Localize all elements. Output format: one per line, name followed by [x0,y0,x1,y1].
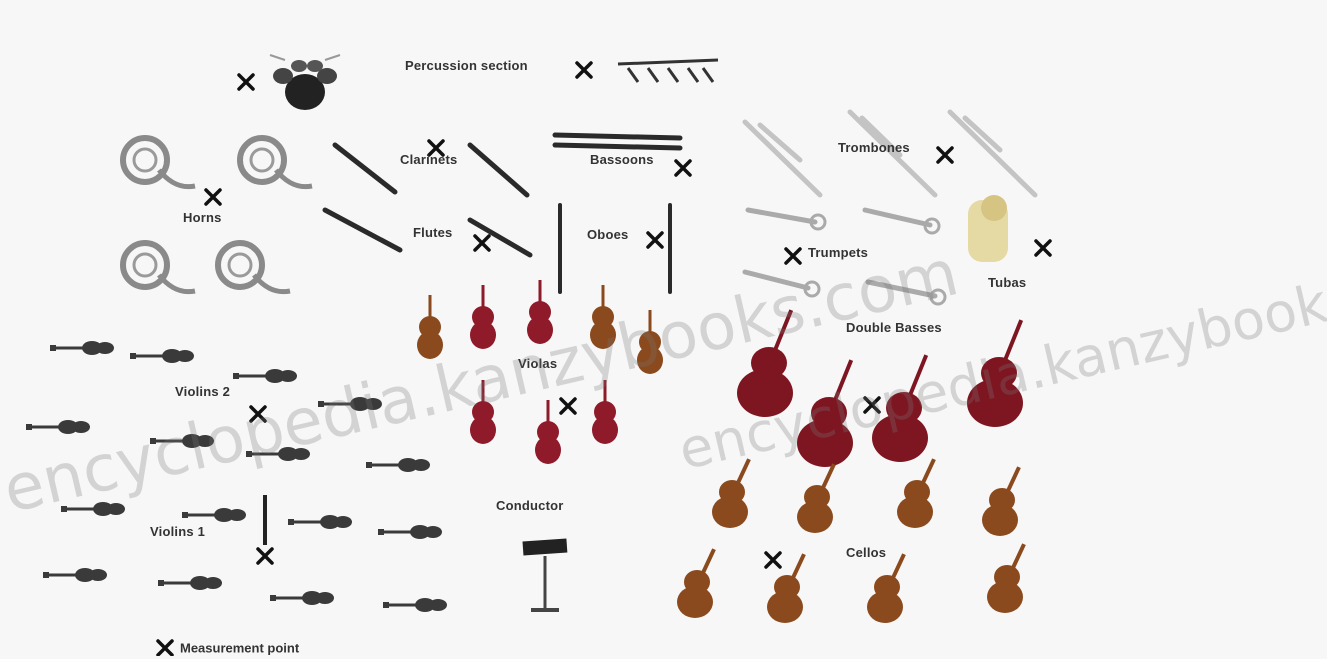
cello-icon [897,458,936,528]
label-trumpets: Trumpets [808,245,869,260]
legend-label: Measurement point [180,640,300,656]
trumpet-icon [862,207,941,235]
legend-marker-icon [156,639,174,656]
clarinet-icon [467,142,530,198]
violin-icon [366,458,430,472]
trombone-icon [742,119,823,198]
viola-icon [470,285,496,349]
oboe-group [558,203,672,294]
clarinet-icon [332,142,398,195]
violin-icon [378,525,442,539]
violin-icon [182,508,246,522]
violin-icon [233,369,297,383]
bassoon-icon [552,132,683,141]
viola-icon [417,295,443,359]
viola-icon [535,400,561,464]
measurement-point-marker [473,234,491,252]
flute-icon [322,207,403,253]
cello-group [677,458,1026,623]
french-horn-icon [123,138,195,187]
bassoon-group [552,132,683,151]
trombone-icon [847,109,938,198]
cello-icon [867,553,906,623]
measurement-point-marker [237,73,255,91]
violin-icon [43,568,107,582]
cello-icon [982,466,1021,536]
label-horns: Horns [183,210,222,225]
trumpet-group [742,207,947,306]
clarinet-group [332,142,530,198]
label-violas: Violas [518,356,558,371]
tuba-icon [968,195,1008,262]
violins1-group [43,502,447,612]
trombone-icon [947,109,1038,198]
mallet-percussion-icon [617,58,719,83]
cello-icon [767,553,806,623]
violin-icon [50,341,114,355]
french-horn-icon [218,243,290,292]
flute-group [322,207,533,258]
conductor-podium-icon [522,538,568,612]
french-horn-icon [240,138,312,187]
violin-icon [130,349,194,363]
drum-kit-icon [269,54,341,110]
label-bassoons: Bassoons [590,152,654,167]
label-violins-1: Violins 1 [150,524,206,539]
french-horn-icon [123,243,195,292]
label-clarinets: Clarinets [400,152,458,167]
cello-icon [677,548,716,618]
label-double-basses: Double Basses [846,320,942,335]
violin-icon [383,598,447,612]
measurement-point-marker [204,188,222,206]
cello-icon [797,463,836,533]
trumpet-icon [865,279,947,306]
label-tubas: Tubas [988,275,1027,290]
measurement-point-marker [256,547,274,565]
trumpet-icon [745,207,827,231]
label-conductor: Conductor [496,498,564,513]
label-percussion-section: Percussion section [405,58,528,73]
label-trombones: Trombones [838,140,910,155]
violin-icon [26,420,90,434]
measurement-point-marker [674,159,692,177]
label-cellos: Cellos [846,545,887,560]
measurement-point-marker [1034,239,1052,257]
measurement-point-marker [784,247,802,265]
bassoon-icon [552,142,683,151]
label-flutes: Flutes [413,225,453,240]
violin-icon [288,515,352,529]
flute-icon [467,217,533,258]
label-violins-2: Violins 2 [175,384,231,399]
measurement-point-marker [764,551,782,569]
violin-icon [270,591,334,605]
measurement-point-marker [646,231,664,249]
measurement-point-marker [575,61,593,79]
trombone-group [742,109,1038,198]
cello-icon [987,543,1026,613]
measurement-point-marker [936,146,954,164]
violin-icon [158,576,222,590]
legend: Measurement point [180,639,299,659]
label-oboes: Oboes [587,227,629,242]
trumpet-icon [742,269,821,298]
